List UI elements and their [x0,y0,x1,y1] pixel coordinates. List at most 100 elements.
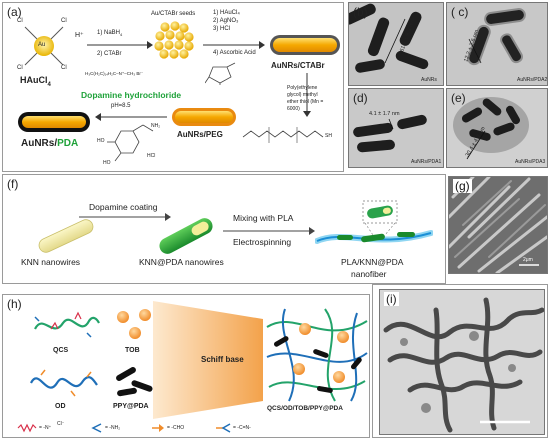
legend-label-3: = -NH₂ [105,425,121,431]
schiff-base-label: Schiff base [201,355,244,364]
growth-step-3: 3) HCl [213,26,231,32]
au-label: Au [38,42,46,48]
panel-b-rods [349,3,429,73]
cl-label-3: Cl [17,65,23,71]
aunrs-peg-label: AuNRs/PEG [177,130,223,139]
haucl4-label: HAuCl4 [20,75,51,88]
knn-label: KNN nanowires [21,257,81,267]
ascorbic-acid-structure [205,62,236,85]
legend-label-2: Cl⁻ [57,421,65,427]
knn-pda-label: KNN@PDA nanowires [139,257,224,267]
dopamine-structure [107,124,154,162]
aunrs-pda-suffix: PDA [57,138,79,149]
panel-e-rods [453,97,529,160]
legend-amine-icon [91,423,102,433]
panel-d-scale: 4.1 ± 1.7 nm [369,111,400,117]
legend-quat-ammonium-icon [17,423,37,433]
aunrs-pda-prefix: AuNRs/ [21,138,58,149]
ho-label-2: HO [103,160,111,166]
qcs-polymer [34,311,100,338]
fiber-label-2: nanofiber [351,269,387,279]
panel-e-tem: (e) 30.4 ± 4.9 nm AuNRs/PDA3 [446,88,548,168]
fiber-label-1: PLA/KNN@PDA [341,257,404,267]
aunr-pda-rod [18,112,90,132]
legend-aldehyde-icon [152,424,164,432]
panel-i-letter: (i) [384,292,399,306]
peg-thiol-structure [242,127,324,143]
aunr-ctabr-rod [270,35,340,55]
panel-f: (f) KNN nanowires Dopamine coating KNN@P… [2,174,446,284]
panel-e-letter: (e) [451,91,466,105]
haucl4-sub: 4 [47,81,51,88]
panel-g-sem: (g) 2μm [448,176,548,274]
sh-label: SH [325,133,332,139]
panel-c-rods [467,8,526,66]
hydrogel-network [266,308,368,402]
panel-h: (h) Schiff base QCS TOB OD PPY@PDA [2,294,370,438]
cl-label-2: Cl [61,18,67,24]
panel-d-tem: (d) 4.1 ± 1.7 nm AuNRs/PDA1 [348,88,444,168]
panel-g-letter: (g) [453,179,472,193]
panel-c-caption: AuNRs/PDA2 [517,77,548,83]
schiff-gradient-wedge [153,301,263,419]
ho-label-1: HO [97,138,105,144]
step2-label: 2) CTABr [97,51,122,57]
aunrs-ctabr-label: AuNRs/CTABr [271,61,325,70]
haucl4-structure [24,26,64,66]
panel-e-caption: AuNRs/PDA3 [515,159,546,165]
au-seeds-cluster [154,21,194,59]
panel-d-rods [353,114,427,153]
tob-label: TOB [125,347,140,354]
product-label: QCS/OD/TOB/PPY@PDA [267,405,343,412]
aunr-peg-rod [172,108,236,126]
panel-i: (i) [372,284,548,438]
panel-f-letter: (f) [7,177,19,191]
panel-i-network [383,297,544,433]
peg-reagent-4: 6000) [287,106,300,112]
panel-d-letter: (d) [353,91,368,105]
mixing-pla-label: Mixing with PLA [233,213,294,223]
pla-knn-pda-fiber [315,200,433,244]
arrow-electrospinning [223,227,315,235]
legend-label-1: = -N⁺ [39,425,52,431]
panel-d-caption: AuNRs/PDA1 [411,159,442,165]
ppy-pda-label: PPY@PDA [113,403,149,410]
od-polymer [30,369,98,397]
ctabr-formula: H₃C(H₂C)₁₄H₂C–N⁺–CH₃ Br⁻ [85,71,144,76]
cl-label-1: Cl [17,18,23,24]
growth-step-1: 1) HAuCl₄ [213,10,240,16]
nh2-label: NH₂ [151,123,161,129]
panel-b-tem: (b) 61.6 ± 9.3 nm AuNRs [348,2,444,86]
haucl4-text: HAuCl [20,75,48,85]
ppy-pda-rods [116,367,153,397]
growth-step-4: 4) Ascorbic Acid [213,50,256,56]
hplus-label: H⁺ [75,32,84,39]
panel-c-tem: ( c) 12.2 ± 2.6 nm AuNRs/PDA2 [446,2,548,86]
step1-sub: 4 [120,32,123,38]
step1-text: 1) NaBH [97,30,121,36]
panel-h-letter: (h) [7,297,22,311]
arrow-step1 [87,41,153,49]
panel-c-letter: ( c) [451,5,469,19]
arrow-dopamine-coating [79,213,171,221]
panel-a-letter: (a) [7,5,22,19]
legend-imine-icon [216,423,231,433]
panel-b-caption: AuNRs [421,77,437,83]
peg-reagent-2: glycol) methyl [287,92,318,98]
growth-step-2: 2) AgNO₃ [213,18,239,24]
hcl-label: HCl [147,153,156,159]
panel-i-tem: (i) [379,289,545,435]
knn-nanowire [38,219,94,253]
seeds-label: Au/CTABr seeds [151,11,196,17]
legend-label-4: = -CHO [167,425,185,431]
panel-g-scale: 2μm [523,257,533,263]
qcs-label: QCS [53,347,69,354]
ph-label: pH=8.5 [111,103,131,109]
knn-pda-nanowire [159,218,213,254]
arrow-peg-down [303,73,311,117]
arrow-pda [95,113,167,121]
peg-reagent-1: Poly(ethylene [287,85,318,91]
dopamine-coating-label: Dopamine coating [89,202,158,212]
cl-label-4: Cl [61,65,67,71]
peg-reagent-3: ether thiol (Mn = [287,99,324,105]
